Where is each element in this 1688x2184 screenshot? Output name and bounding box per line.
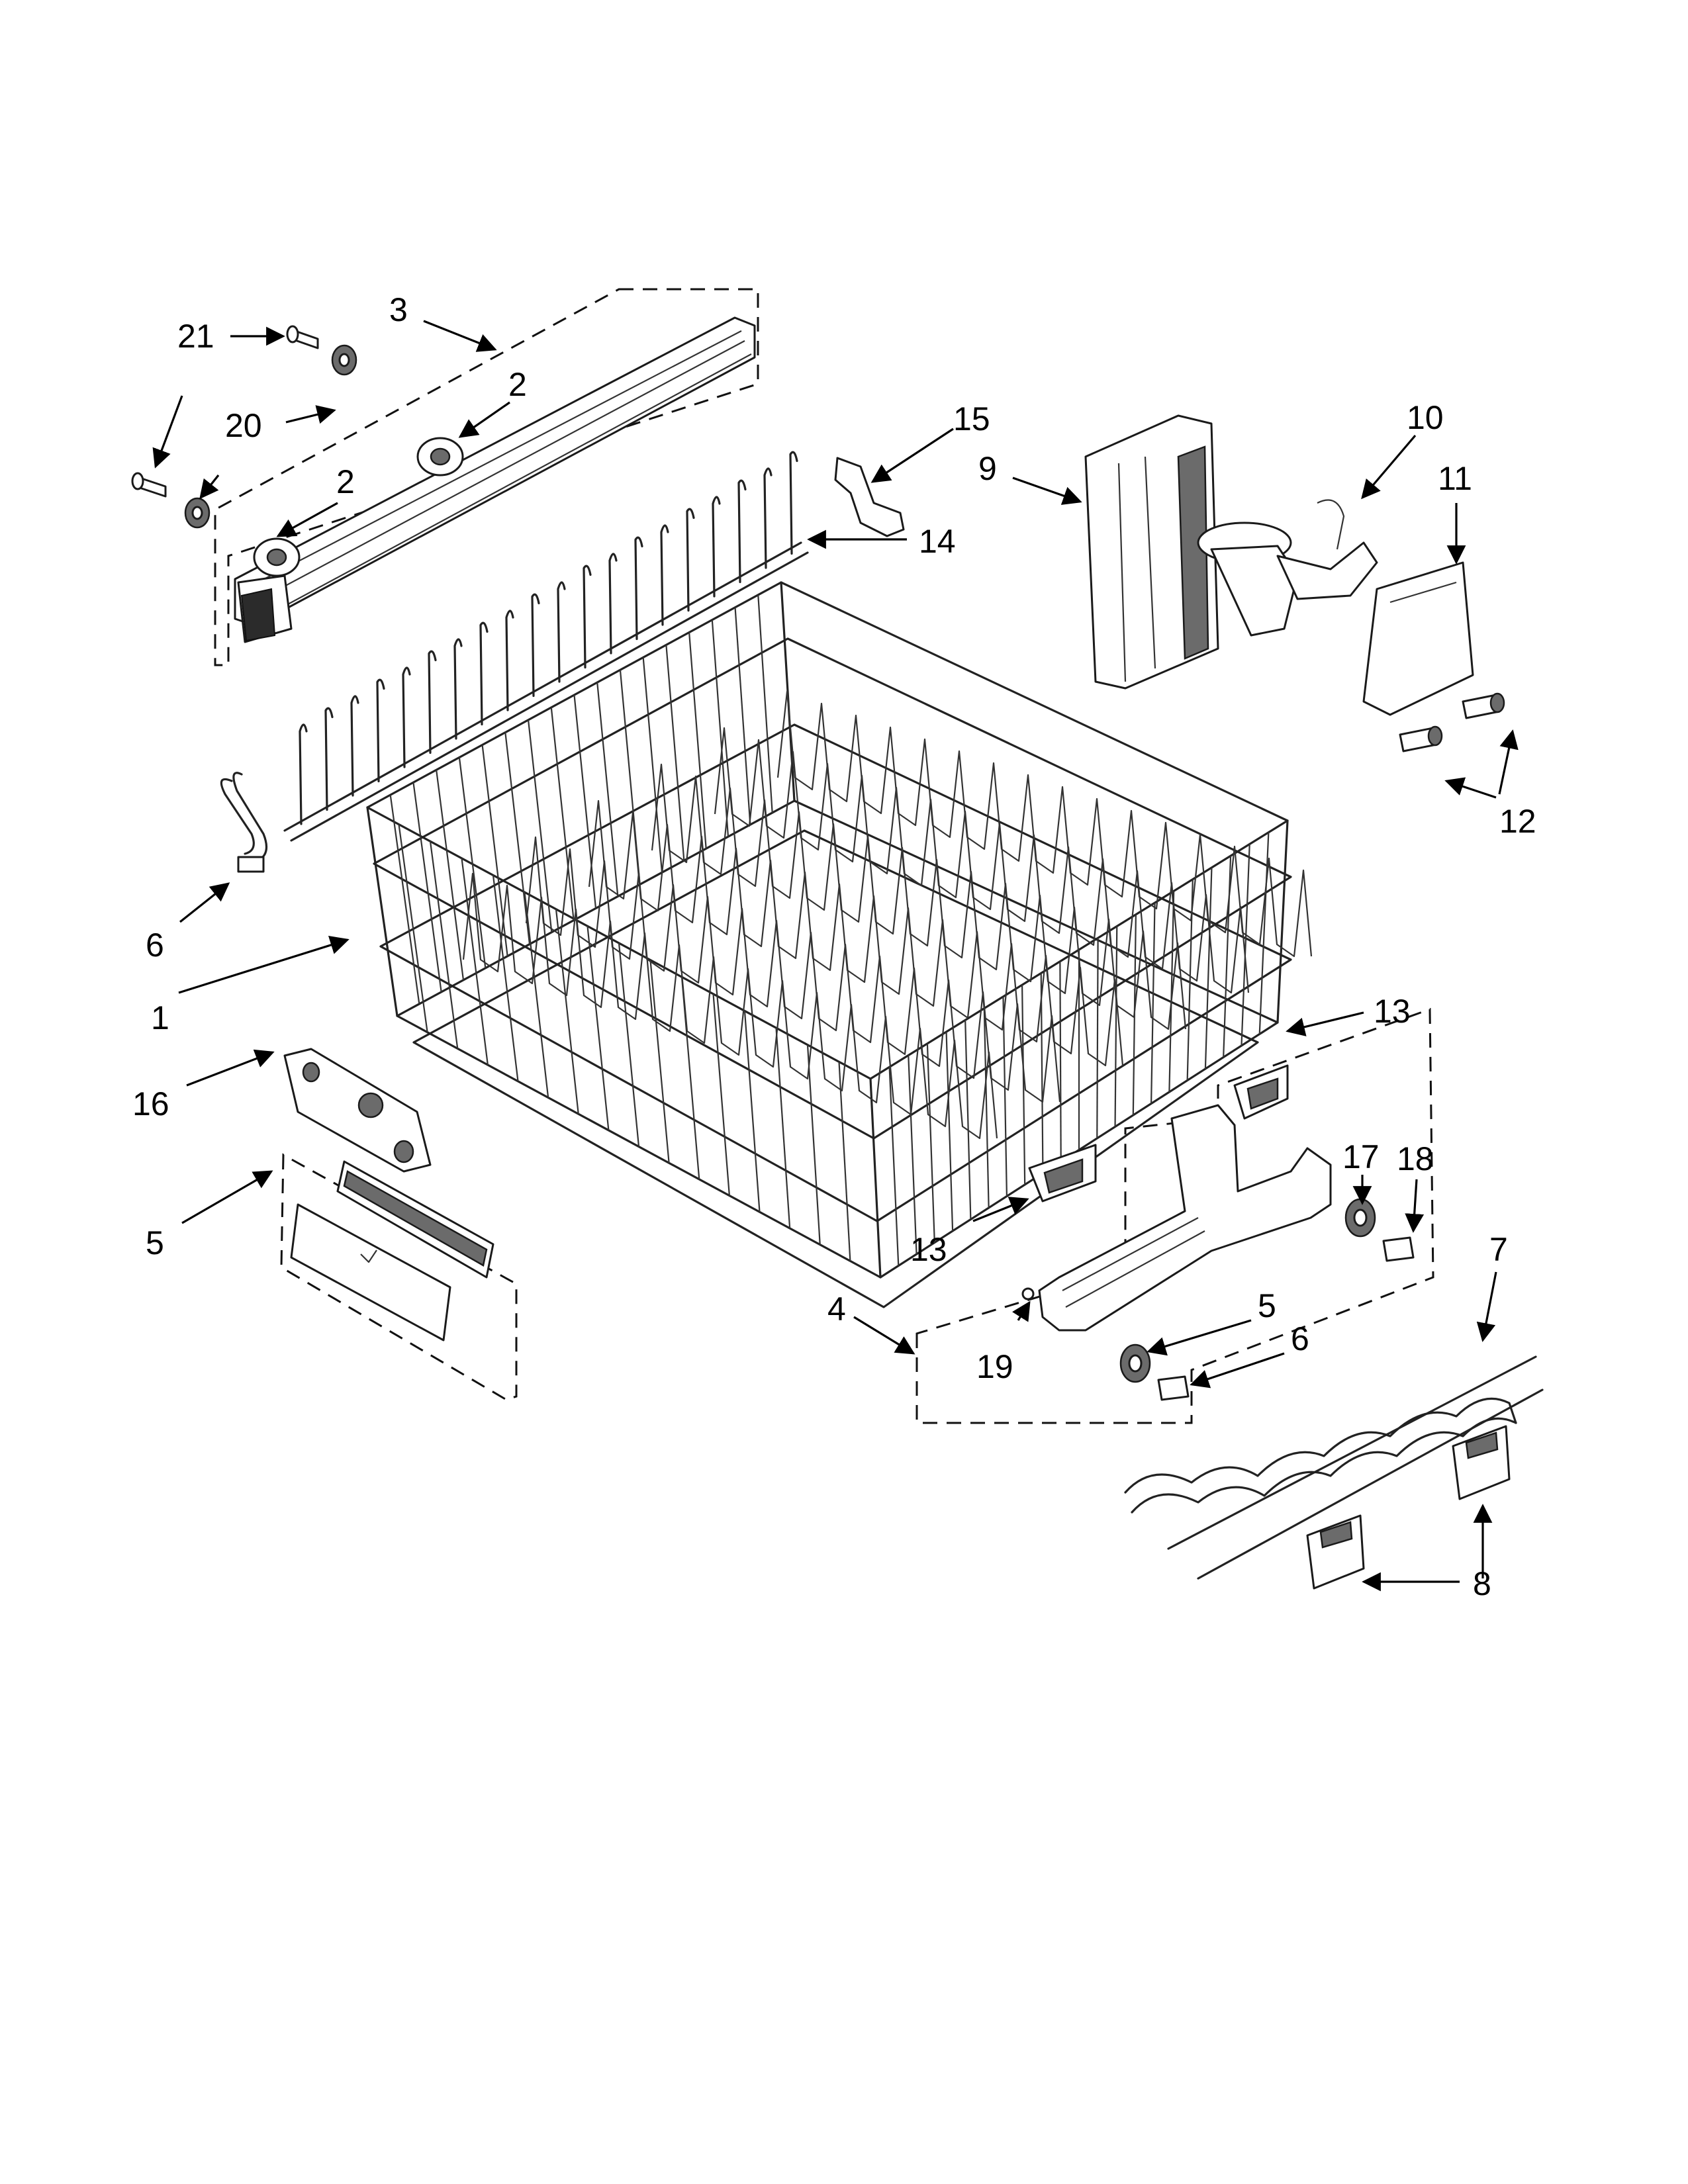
leader-lines: [152, 320, 1519, 1592]
callout-19: 19: [976, 1348, 1013, 1385]
tine-row-part: [283, 451, 809, 842]
callout-6: 6: [146, 927, 164, 964]
callout-2: 2: [336, 463, 355, 500]
clip-part-15: [834, 457, 905, 537]
callout-7: 7: [1489, 1231, 1508, 1268]
callout-4: 4: [827, 1291, 846, 1328]
callout-12: 12: [1499, 803, 1536, 840]
callout-labels: 3 21 2 20 2 15 9 10 11 14 12 6 1 13 16 1…: [132, 291, 1536, 1602]
callout-5: 5: [146, 1224, 164, 1261]
clip-part-16: [283, 1048, 432, 1173]
callout-21: 21: [177, 318, 214, 355]
callout-11: 11: [1438, 460, 1472, 497]
callout-14: 14: [919, 523, 956, 560]
screw-parts-12: [1399, 692, 1505, 752]
callout-10: 10: [1407, 399, 1444, 436]
clip-part-6-left: [220, 772, 268, 873]
dish-rack-part: [366, 581, 1313, 1308]
handle-part: [290, 1160, 494, 1342]
callout-17: 17: [1342, 1138, 1380, 1175]
adjuster-part: [1038, 1104, 1332, 1332]
bracket-part-9: [1084, 414, 1219, 690]
roller-part: [253, 437, 464, 577]
callout-8: 8: [1473, 1565, 1491, 1602]
wheel-axle-parts-lower: [1021, 1287, 1190, 1401]
lever-part-10: [1197, 499, 1378, 637]
callout-1: 1: [151, 999, 169, 1036]
callout-18: 18: [1397, 1140, 1434, 1177]
callout-20: 20: [225, 407, 262, 444]
callout-15: 15: [953, 400, 990, 437]
callout-13: 13: [1374, 993, 1411, 1030]
wheel-axle-parts: [1344, 1198, 1415, 1262]
callout-6: 6: [1291, 1320, 1309, 1357]
callout-9: 9: [978, 450, 997, 487]
callout-3: 3: [389, 291, 408, 328]
callout-16: 16: [132, 1085, 169, 1122]
clip-parts-8: [1306, 1425, 1511, 1590]
callout-13: 13: [910, 1231, 947, 1268]
clip-parts-13: [1028, 1064, 1289, 1203]
callout-2: 2: [508, 366, 527, 403]
rail-part: [234, 316, 756, 643]
rail-group-outline: [214, 288, 759, 666]
cover-part-11: [1362, 561, 1474, 716]
callout-5: 5: [1258, 1287, 1276, 1324]
adjuster-group-outline: [915, 1007, 1434, 1424]
wire-guide-part: [1124, 1355, 1544, 1580]
screw-washer-parts: [131, 325, 357, 529]
